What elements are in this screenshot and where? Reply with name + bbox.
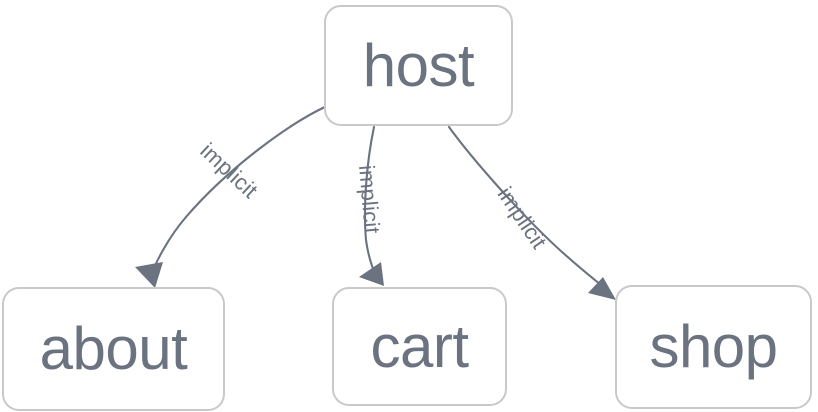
arrow-head-cart <box>359 262 384 286</box>
edge-label-host-shop: implicit <box>493 182 552 253</box>
edge-host-cart[interactable]: implicit <box>354 125 385 286</box>
node-about[interactable]: about <box>2 287 225 411</box>
edge-host-shop[interactable]: implicit <box>447 125 616 300</box>
node-cart-label: cart <box>370 312 469 380</box>
edge-label-host-cart: implicit <box>354 164 385 235</box>
node-host[interactable]: host <box>324 5 513 126</box>
node-about-label: about <box>39 315 188 382</box>
node-cart[interactable]: cart <box>332 287 507 406</box>
node-host-label: host <box>362 31 475 99</box>
edge-path-host-cart <box>363 125 378 278</box>
edge-path-host-shop <box>447 125 608 291</box>
edge-label-host-about: implicit <box>195 138 262 203</box>
node-shop[interactable]: shop <box>615 285 812 409</box>
edge-path-host-about <box>148 104 329 279</box>
arrow-head-about <box>135 262 163 288</box>
edge-host-about[interactable]: implicit <box>135 104 329 288</box>
arrow-head-shop <box>588 277 616 300</box>
node-shop-label: shop <box>649 313 778 380</box>
